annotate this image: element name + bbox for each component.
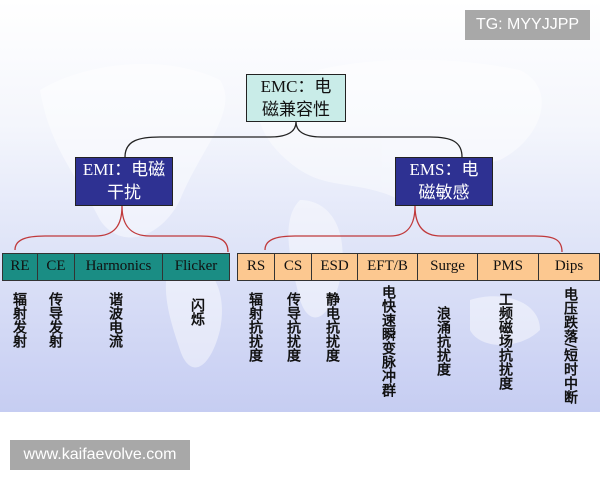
ems-line2: 磁敏感: [418, 183, 470, 202]
watermark-bottom: www.kaifaevolve.com: [10, 440, 190, 470]
emc-connector: [124, 121, 463, 158]
emi-item-re: RE: [2, 253, 38, 281]
ems-item-esd: ESD: [312, 253, 358, 281]
emc-line1: EMC：电: [260, 77, 332, 96]
world-map-background: [0, 0, 600, 412]
desc-flicker: 闪烁: [189, 298, 205, 326]
ems-item-dips: Dips: [539, 253, 600, 281]
desc-re: 辐射发射: [11, 292, 27, 348]
desc-pms: 工频磁场抗扰度: [497, 292, 513, 390]
ems-item-rs: RS: [237, 253, 275, 281]
emi-node: EMI：电磁 干扰: [75, 157, 173, 206]
ems-items-row: RS CS ESD EFT/B Surge PMS Dips: [237, 253, 600, 281]
desc-cs: 传导抗扰度: [285, 292, 301, 362]
emi-items-row: RE CE Harmonics Flicker: [2, 253, 230, 281]
ems-item-cs: CS: [275, 253, 312, 281]
desc-harmonics: 谐波电流: [107, 292, 123, 348]
desc-esd: 静电抗扰度: [324, 292, 340, 362]
emc-node: EMC：电 磁兼容性: [246, 74, 346, 122]
ems-item-pms: PMS: [478, 253, 539, 281]
emi-item-ce: CE: [38, 253, 75, 281]
ems-node: EMS：电 磁敏感: [395, 157, 493, 206]
desc-surge: 浪涌抗扰度: [435, 306, 451, 376]
emi-item-harmonics: Harmonics: [75, 253, 163, 281]
desc-ce: 传导发射: [47, 292, 63, 348]
watermark-top: TG: MYYJJPP: [465, 10, 590, 40]
emc-line2: 磁兼容性: [262, 100, 330, 119]
desc-dips: 电压跌落/短时中断: [562, 287, 578, 405]
desc-rs: 辐射抗扰度: [247, 292, 263, 362]
ems-item-surge: Surge: [418, 253, 478, 281]
emi-line1: EMI：电磁: [82, 160, 166, 179]
connectors: [14, 121, 563, 253]
ems-connector: [264, 205, 563, 253]
emi-item-flicker: Flicker: [163, 253, 230, 281]
emi-connector: [14, 205, 229, 253]
desc-eftb: 电快速瞬变脉冲群: [380, 285, 396, 397]
ems-item-eftb: EFT/B: [358, 253, 418, 281]
ems-line1: EMS：电: [409, 160, 479, 179]
emi-line2: 干扰: [107, 183, 141, 202]
